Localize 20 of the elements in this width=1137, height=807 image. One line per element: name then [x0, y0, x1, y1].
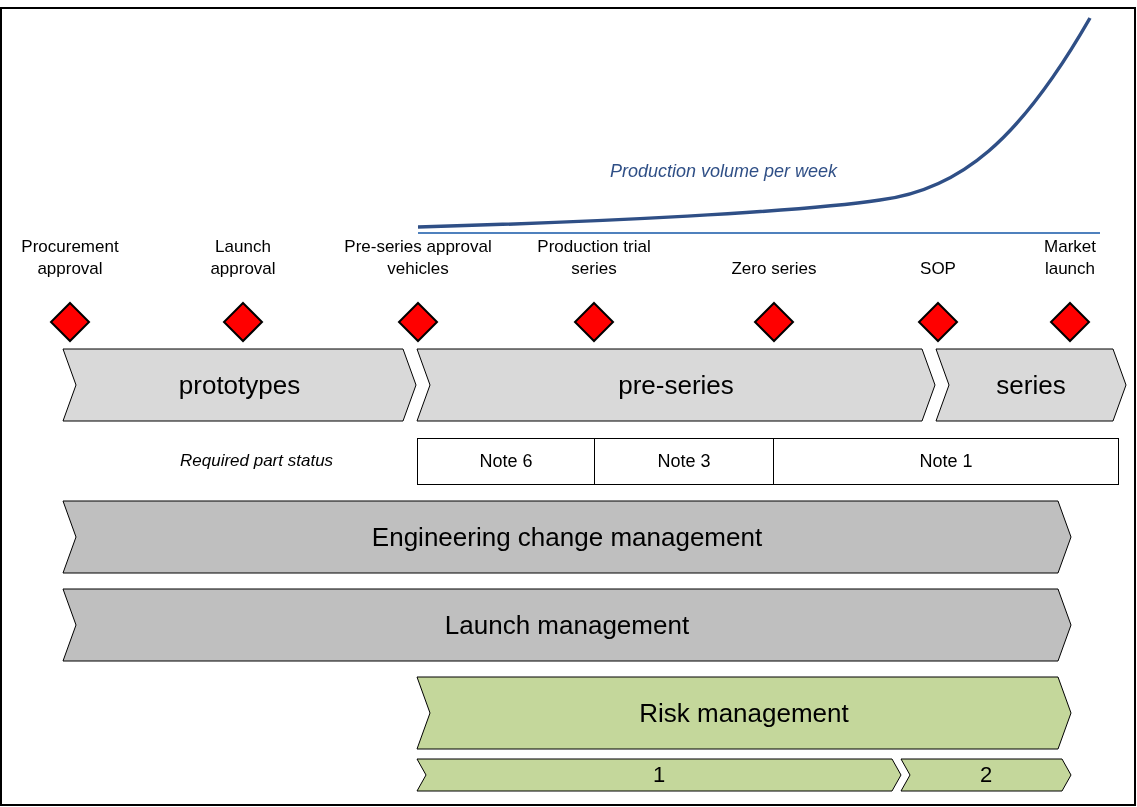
- phase-label: Launch management: [444, 609, 690, 641]
- phase-label: 2: [979, 762, 993, 788]
- curve-label: Production volume per week: [610, 161, 838, 182]
- phase-label: 1: [652, 762, 666, 788]
- phase-label: Engineering change management: [371, 521, 763, 553]
- part-status-cell: Note 3: [594, 438, 774, 485]
- phase-label: series: [996, 369, 1066, 401]
- milestone-label: Launch approval: [209, 236, 277, 280]
- phase-label: Risk management: [639, 697, 849, 729]
- phase-label: pre-series: [618, 369, 734, 401]
- milestone-label: Market launch: [1043, 236, 1097, 280]
- phase-label: prototypes: [178, 369, 301, 401]
- milestone-label: Production trial series: [536, 236, 652, 280]
- part-status-cell: Note 6: [417, 438, 595, 485]
- milestone-label: Zero series: [730, 258, 818, 280]
- milestone-label: Procurement approval: [20, 236, 120, 280]
- part-status-cell: Note 1: [773, 438, 1119, 485]
- row-label: Required part status: [180, 451, 334, 471]
- milestone-label: Pre-series approval vehicles: [343, 236, 493, 280]
- milestone-label: SOP: [919, 258, 957, 280]
